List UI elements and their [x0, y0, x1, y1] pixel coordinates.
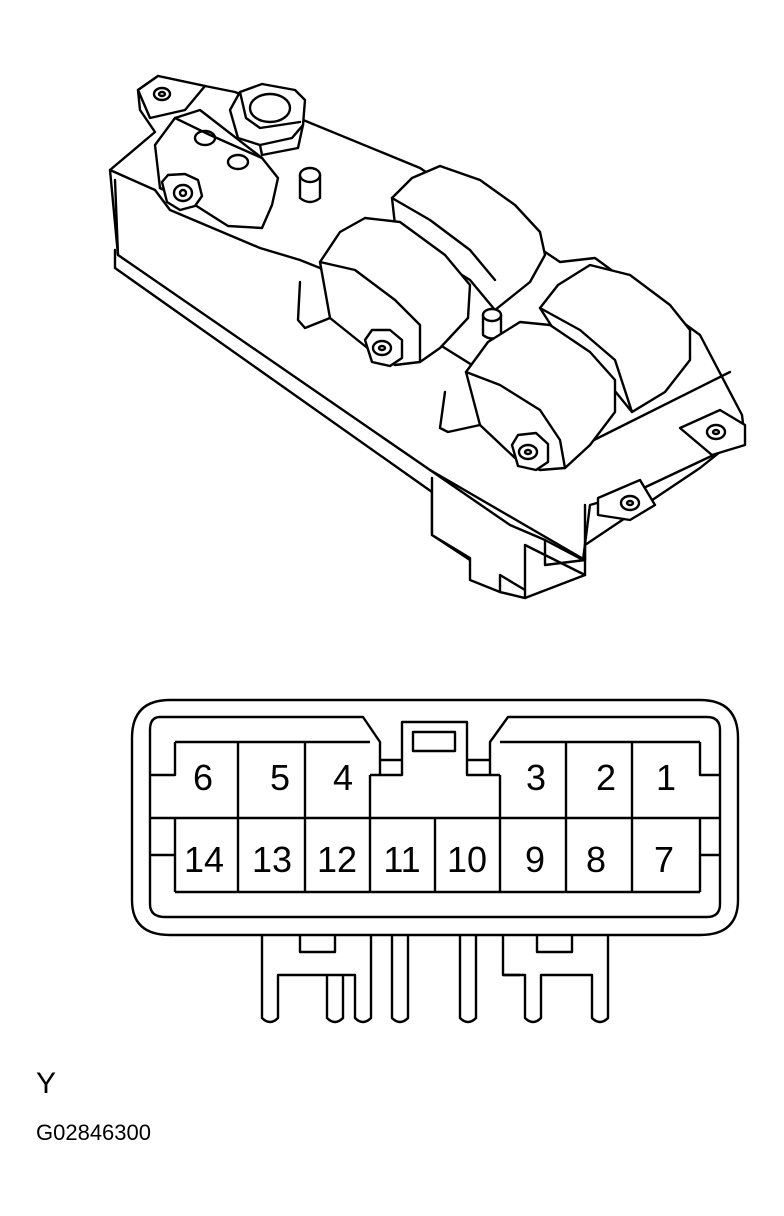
pin-6-label: 6 [193, 757, 213, 798]
connector-outer-shell [130, 698, 740, 937]
guide-peg-2 [481, 307, 503, 340]
pin-12-label: 12 [317, 839, 357, 880]
pin-4-label: 4 [333, 757, 353, 798]
pin-labels-top-row: 6 5 4 3 2 1 [193, 757, 676, 798]
pin-13-label: 13 [252, 839, 292, 880]
pin-8-label: 8 [586, 839, 606, 880]
connector-key-slot [411, 730, 457, 753]
connector-face-view [130, 698, 740, 1024]
connector-housing-3d [430, 476, 587, 600]
lock-switch-button [228, 82, 307, 157]
connector-terminal-legs [260, 935, 610, 1024]
mounting-tab-front [596, 478, 657, 522]
mounting-tab-rear [136, 74, 207, 120]
guide-peg [298, 166, 322, 204]
pin-11-label: 11 [383, 839, 420, 880]
pin-1-label: 1 [656, 757, 676, 798]
driver-master-switch [153, 108, 280, 230]
connector-inner-shell [148, 715, 722, 919]
connector-view-label: Y [36, 1067, 57, 1100]
pin-2-label: 2 [596, 757, 616, 798]
pin-14-label: 14 [184, 839, 224, 880]
mounting-tab-right [678, 408, 747, 457]
pin-labels-bottom-row: 14 13 12 11 10 9 8 7 [184, 839, 674, 880]
pin-10-label: 10 [447, 839, 487, 880]
window-switch-front-right [438, 320, 617, 472]
window-switch-assembly [108, 74, 747, 600]
pin-5-label: 5 [270, 757, 290, 798]
figure-code: G02846300 [36, 1120, 151, 1145]
window-switch-front-left [296, 216, 472, 368]
pin-3-label: 3 [526, 757, 546, 798]
pin-7-label: 7 [654, 839, 674, 880]
pin-9-label: 9 [525, 839, 545, 880]
